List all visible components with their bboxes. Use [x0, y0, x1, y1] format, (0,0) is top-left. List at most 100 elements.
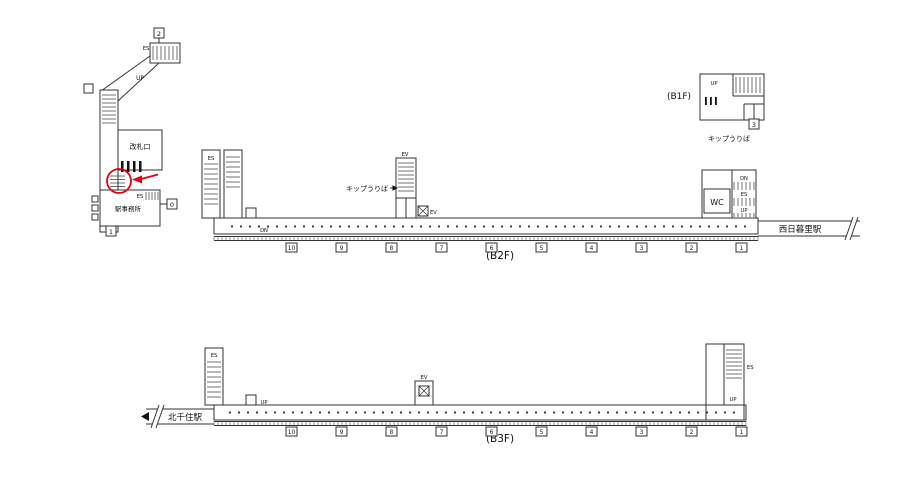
car-number-box [735, 242, 748, 253]
stair-hatches [102, 46, 761, 398]
platform-columns [228, 225, 747, 414]
car-number-box [285, 242, 298, 253]
down-label: DN [260, 228, 268, 234]
station-office [99, 189, 161, 227]
b3f-platform [213, 404, 747, 421]
exit-number-box [105, 225, 117, 237]
up-label: UP [711, 81, 718, 87]
car-number-box [635, 426, 648, 437]
car-number: 2 [690, 430, 694, 436]
ticket-gate-bar [710, 97, 712, 105]
car-number-box [685, 426, 698, 437]
car-number-box [285, 426, 298, 437]
ticket-machine [91, 213, 99, 221]
car-number-box [485, 426, 498, 437]
restroom [703, 188, 731, 214]
car-number: 3 [640, 246, 644, 252]
escalator-label: ES [143, 46, 150, 52]
car-number: 7 [440, 430, 444, 436]
exit-number-box [166, 198, 178, 210]
ticket-gate-bar [133, 161, 136, 172]
b3f-right-block [705, 343, 745, 421]
current-location-circle [106, 168, 132, 194]
escalator-label: ES [208, 156, 215, 162]
b3f-car-numbers: 10 9 8 7 6 5 4 3 2 1 [285, 426, 748, 437]
car-number-box [435, 426, 448, 437]
exit-number: 3 [752, 121, 756, 129]
car-number-box [335, 242, 348, 253]
car-number-box [735, 426, 748, 437]
exit-number: 1 [109, 228, 113, 236]
wc-label: WC [710, 198, 724, 207]
exit-number: 2 [157, 30, 161, 38]
car-number-box [685, 242, 698, 253]
office-label: 駅事務所 [115, 204, 142, 213]
ticket-office-label: キップうりば [708, 134, 750, 143]
escalator-label: ES [211, 353, 218, 359]
ticket-gate-bar [121, 161, 124, 172]
floor-label-b2f: (B2F) [486, 250, 514, 262]
car-number-box [335, 426, 348, 437]
ticket-gate-bar [715, 97, 717, 105]
car-number: 10 [288, 430, 296, 436]
ticket-gate-bar [139, 161, 142, 172]
car-number-box [535, 426, 548, 437]
down-label: DN [740, 176, 748, 182]
ticket-machine [91, 195, 99, 203]
car-number-box [385, 242, 398, 253]
station-name-right: 西日暮里駅 [779, 224, 822, 235]
car-number: 9 [340, 246, 344, 252]
ticket-gate-bar [127, 161, 130, 172]
elevator-box [83, 83, 94, 94]
car-number: 4 [590, 430, 594, 436]
car-number: 1 [740, 430, 744, 436]
car-number: 7 [440, 246, 444, 252]
car-number-box [635, 242, 648, 253]
elevator-label: EV [402, 152, 409, 158]
line-break [151, 405, 164, 428]
location-arrowhead [132, 175, 142, 184]
b2f-platform [213, 217, 759, 235]
ticket-office-label: キップうりば [346, 184, 388, 193]
ticket-office-arrow [392, 185, 398, 191]
exit-number-box [748, 118, 760, 130]
floor-label-b1f: (B1F) [667, 92, 691, 102]
car-number-box [435, 242, 448, 253]
car-number: 5 [540, 430, 544, 436]
car-number: 4 [590, 246, 594, 252]
b2f-map: ES DN EV EV キップうりば WC DN ES UP 西日暮里駅 (B2… [201, 149, 860, 262]
up-label: UP [730, 397, 737, 403]
ticket-gate-bar [705, 97, 707, 105]
car-number: 10 [288, 246, 296, 252]
up-label: UP [136, 76, 144, 82]
exit-number: 0 [170, 201, 174, 209]
station-name-left: 北千住駅 [168, 412, 203, 423]
escalator-label: ES [741, 192, 748, 198]
car-number: 6 [490, 246, 494, 252]
direction-arrowhead [141, 412, 149, 421]
car-number: 3 [640, 430, 644, 436]
platform-edge-stripes [213, 236, 759, 426]
car-number: 8 [390, 430, 394, 436]
car-number: 2 [690, 246, 694, 252]
ticket-machine [91, 204, 99, 212]
car-number: 9 [340, 430, 344, 436]
machine-box [245, 207, 257, 219]
ground-level-map: 2 ES UP 改札口 駅事務所 ES 0 1 [83, 27, 181, 237]
b1f-map: (B1F) UP 3 キップうりば [667, 73, 765, 143]
elevator-label: EV [430, 210, 437, 216]
car-number: 8 [390, 246, 394, 252]
machine-box [245, 394, 257, 406]
up-label: UP [741, 208, 748, 214]
gate-label: 改札口 [130, 142, 151, 151]
escalator-label: ES [747, 365, 754, 371]
car-number-box [535, 242, 548, 253]
car-number: 6 [490, 430, 494, 436]
up-label: UP [261, 400, 268, 406]
line-break [845, 217, 858, 240]
car-number: 1 [740, 246, 744, 252]
